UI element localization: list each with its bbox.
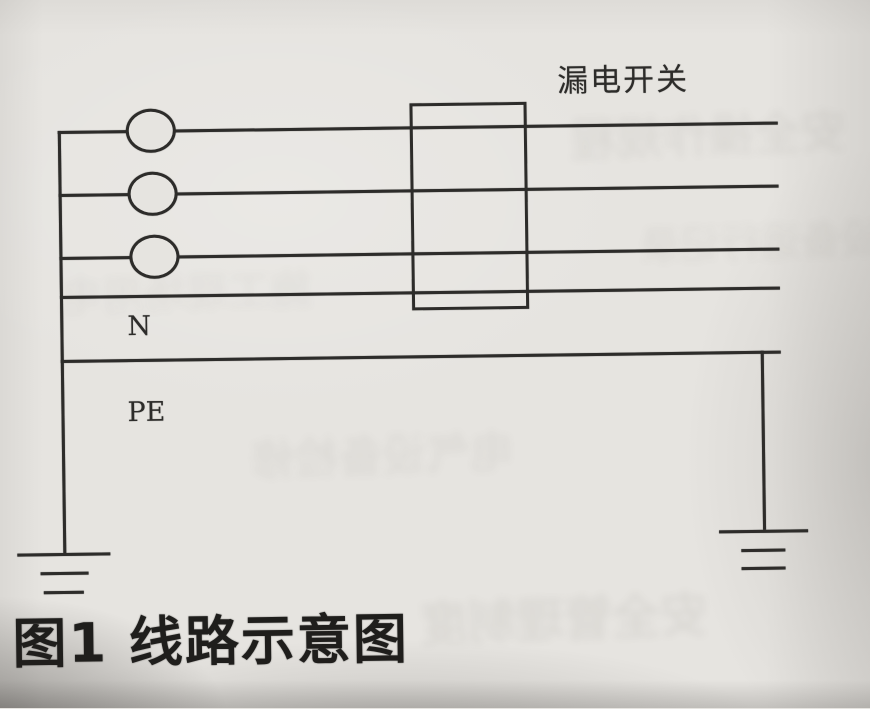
ground-bar (719, 529, 809, 534)
pe-wire-label: PE (127, 396, 166, 429)
breaker-label: 漏电开关 (556, 61, 690, 100)
fuse-circle-3 (129, 234, 180, 280)
leakage-breaker-box (409, 101, 530, 311)
fuse-circle-2 (127, 171, 178, 217)
pe-wire (60, 350, 781, 363)
ground-bar (40, 571, 89, 576)
figure-caption: 图1 线路示意图 (12, 607, 410, 676)
earth-ground-symbol-left (0, 0, 866, 595)
fuse-circle-1 (125, 108, 177, 154)
ground-bar (741, 548, 786, 553)
ground-bar (17, 552, 111, 557)
pe-drop-wire (760, 350, 766, 530)
neutral-wire-label: N (127, 310, 152, 343)
ground-bar (43, 590, 84, 595)
earth-ground-symbol-right (0, 0, 866, 571)
ground-bar (741, 566, 786, 571)
